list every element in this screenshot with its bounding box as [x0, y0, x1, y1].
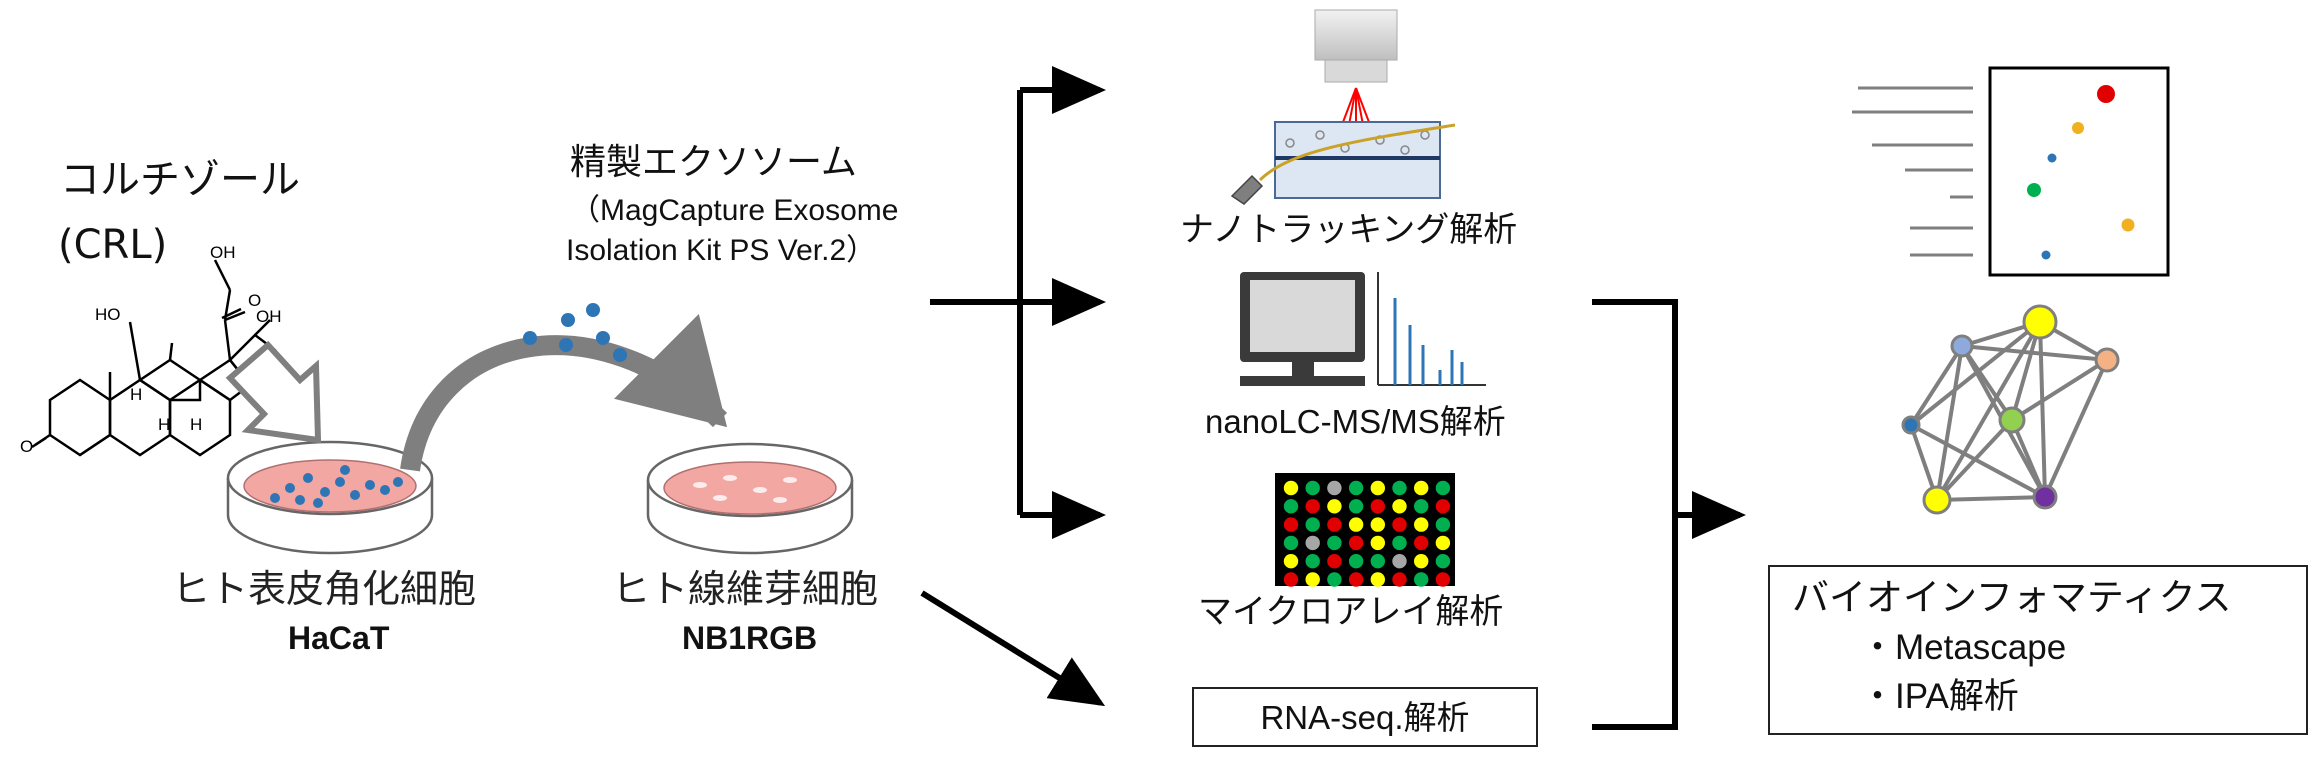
- microarray-spot: [1392, 480, 1407, 496]
- cortisol-atom-o: O: [248, 291, 261, 310]
- microarray-spot: [1370, 572, 1386, 587]
- fibroblast-label: ヒト線維芽細胞: [612, 567, 879, 611]
- microarray-spot: [1327, 554, 1342, 569]
- microarray-spot: [1305, 499, 1320, 514]
- cortisol-treatment-arrow: [225, 340, 322, 444]
- microarray-spot: [1370, 517, 1386, 532]
- microarray-spot: [1392, 554, 1407, 569]
- keratinocyte-cell-line: HaCaT: [288, 620, 390, 656]
- microarray-spot: [1370, 554, 1386, 569]
- rnaseq-box: RNA-seq.解析: [1192, 687, 1538, 747]
- microarray-spot: [1348, 480, 1364, 496]
- microarray-spot: [1327, 499, 1342, 514]
- microarray-spot: [1392, 499, 1407, 514]
- mass-spec-icon: [1240, 272, 1486, 386]
- microarray-spot: [1370, 499, 1386, 514]
- microarray-spot: [1305, 554, 1320, 569]
- microarray-label: マイクロアレイ解析: [1198, 592, 1504, 632]
- microarray-spots: [1283, 480, 1451, 587]
- microarray-spot: [1370, 535, 1386, 551]
- microarray-spot: [1435, 572, 1451, 587]
- microarray-spot: [1327, 517, 1342, 532]
- cortisol-abbr: (CRL): [58, 222, 168, 268]
- exosome-particles: [523, 303, 627, 362]
- microarray-spot: [1348, 535, 1364, 551]
- microarray-spot: [1305, 535, 1320, 551]
- microarray-spot: [1414, 572, 1429, 587]
- microarray-spot: [1348, 572, 1364, 587]
- rnaseq-label: RNA-seq.解析: [1260, 699, 1470, 736]
- microarray-spot: [1370, 480, 1386, 496]
- nanotracking-label: ナノトラッキング解析: [1180, 210, 1518, 250]
- microarray-spot: [1435, 499, 1451, 514]
- microarray-spot: [1414, 535, 1429, 551]
- microarray-spot: [1435, 480, 1451, 496]
- bioinformatics-item-ipa: ・IPA解析: [1860, 677, 2019, 716]
- microarray-spot: [1283, 554, 1299, 569]
- microarray-spot: [1435, 554, 1451, 569]
- microarray-spot: [1283, 499, 1299, 514]
- cortisol-atom-oh-right: OH: [256, 307, 282, 326]
- cortisol-atom-ho: HO: [95, 305, 121, 324]
- cortisol-name: コルチゾール: [60, 157, 300, 203]
- microarray-spot: [1348, 554, 1364, 569]
- exosome-kit-line1: （MagCapture Exosome: [570, 194, 899, 227]
- bioinformatics-title: バイオインフォマティクス: [1792, 576, 2232, 619]
- microarray-spot: [1283, 480, 1299, 496]
- microarray-spot: [1392, 535, 1407, 551]
- nanolc-label: nanoLC-MS/MS解析: [1205, 403, 1506, 440]
- microarray-spot: [1305, 480, 1320, 496]
- microarray-spot: [1283, 517, 1299, 532]
- microarray-spot: [1348, 517, 1364, 532]
- merge-bracket-arrow: [1592, 299, 1746, 730]
- microarray-spot: [1283, 572, 1299, 587]
- cortisol-atom-h-a: H: [130, 385, 142, 404]
- network-icon: [1901, 304, 2120, 515]
- cortisol-atom-o-ring: O: [20, 437, 33, 456]
- exosome-kit-line2: Isolation Kit PS Ver.2）: [566, 234, 877, 267]
- microarray-spot: [1283, 535, 1299, 551]
- cortisol-structure: [31, 259, 277, 457]
- microarray-spot: [1435, 535, 1451, 551]
- microarray-spot: [1414, 554, 1429, 569]
- fibroblast-dish: [646, 442, 854, 555]
- microarray-spot: [1435, 517, 1451, 532]
- exosome-transfer-arrow: [400, 313, 728, 472]
- keratinocyte-dish: [226, 440, 434, 555]
- microarray-spot: [1414, 499, 1429, 514]
- microarray-spot: [1348, 499, 1364, 514]
- exosome-title: 精製エクソソーム: [570, 142, 857, 183]
- microarray-spot: [1392, 572, 1407, 587]
- dot-plot-icon: [1852, 66, 2170, 277]
- microarray-spot: [1305, 572, 1320, 587]
- microarray-spot: [1327, 535, 1342, 551]
- cortisol-atom-oh-top: OH: [210, 243, 236, 262]
- microarray-spot: [1414, 517, 1429, 532]
- microarray-spot: [1414, 480, 1429, 496]
- microarray-spot: [1327, 572, 1342, 587]
- bioinformatics-box: バイオインフォマティクス ・Metascape ・IPA解析: [1768, 565, 2308, 735]
- microarray-spot: [1305, 517, 1320, 532]
- microarray-spot: [1392, 517, 1407, 532]
- bioinformatics-item-metascape: ・Metascape: [1860, 628, 2067, 667]
- fibroblast-cell-line: NB1RGB: [682, 620, 818, 656]
- cortisol-atom-h-b: H: [158, 415, 170, 434]
- cortisol-atom-h-c: H: [190, 415, 202, 434]
- microarray-spot: [1327, 480, 1342, 496]
- analysis-branch-arrows: [920, 66, 1106, 707]
- keratinocyte-label: ヒト表皮角化細胞: [172, 567, 477, 611]
- nanotracking-icon: [1230, 9, 1456, 205]
